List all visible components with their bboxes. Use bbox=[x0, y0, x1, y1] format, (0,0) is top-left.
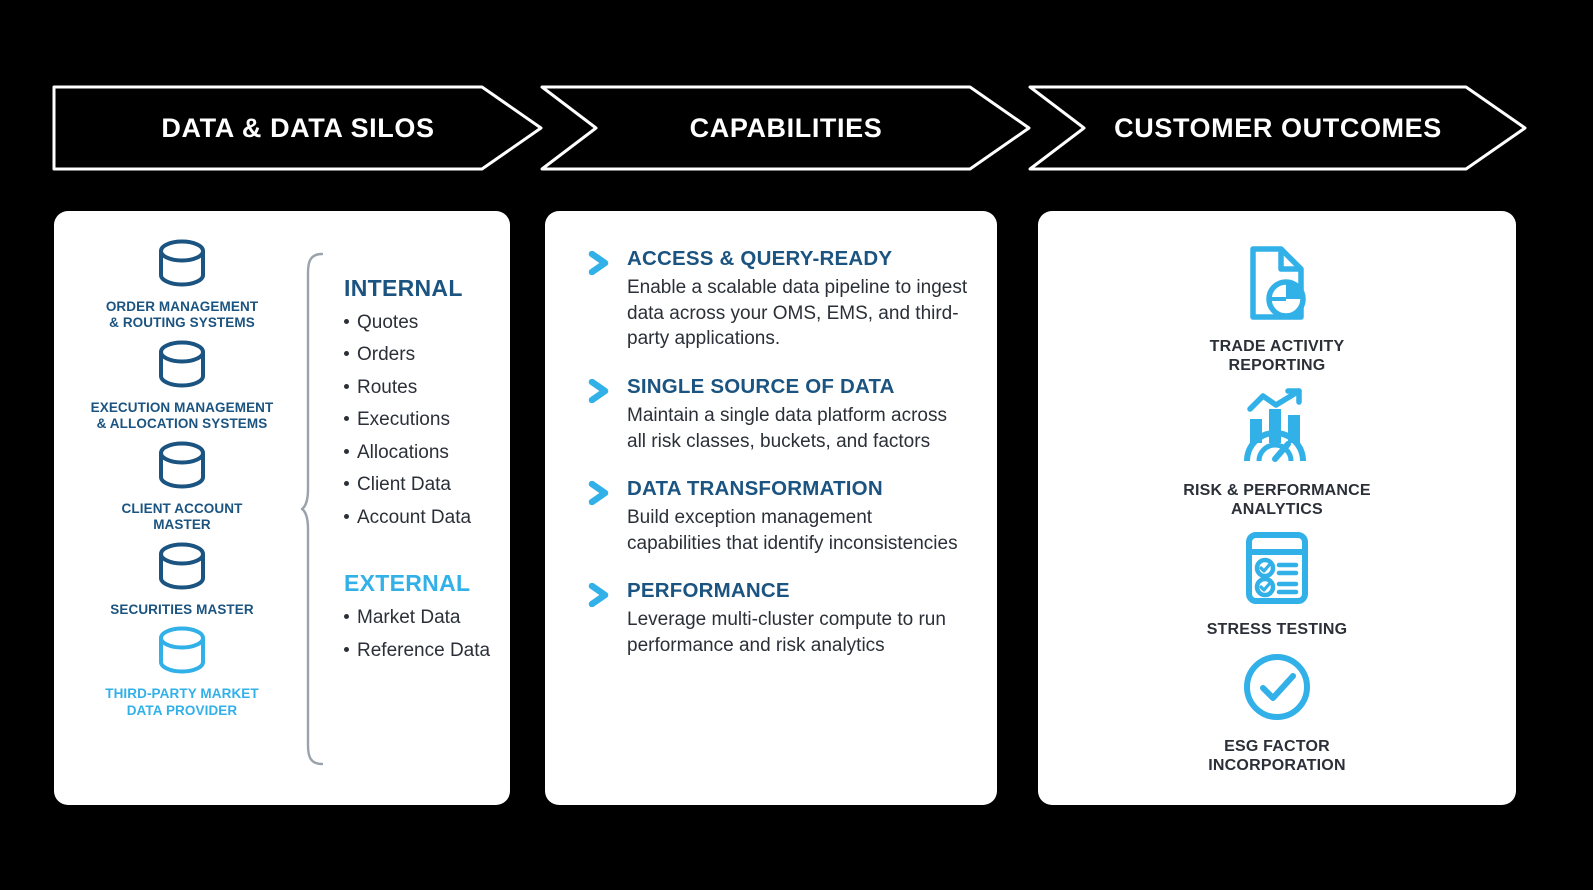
curly-brace-icon bbox=[300, 251, 326, 772]
banner-label: DATA & DATA SILOS bbox=[161, 112, 435, 143]
capability-item[interactable]: SINGLE SOURCE OF DATA Maintain a single … bbox=[587, 375, 971, 454]
external-list: Market Data Reference Data bbox=[344, 602, 492, 667]
capability-body: PERFORMANCE Leverage multi-cluster compu… bbox=[627, 579, 971, 658]
list-item: Allocations bbox=[344, 437, 492, 469]
banner-chevron-shape bbox=[52, 85, 543, 171]
bullet-icon bbox=[344, 614, 349, 620]
outcomes-list: TRADE ACTIVITY REPORTING RISK & P bbox=[1038, 211, 1516, 805]
capability-description: Leverage multi-cluster compute to run pe… bbox=[627, 609, 946, 657]
list-item: Reference Data bbox=[344, 635, 492, 667]
bullet-icon bbox=[344, 646, 349, 652]
list-item-label: Allocations bbox=[357, 441, 449, 463]
list-item-label: Orders bbox=[357, 344, 416, 366]
list-item: Routes bbox=[344, 372, 492, 404]
capability-item[interactable]: PERFORMANCE Leverage multi-cluster compu… bbox=[587, 579, 971, 658]
silo-item[interactable]: THIRD-PARTY MARKET DATA PROVIDER bbox=[68, 624, 296, 719]
chevron-right-icon bbox=[587, 250, 613, 280]
capability-description: Build exception management capabilities … bbox=[627, 507, 958, 554]
chevron-right-icon bbox=[587, 583, 613, 612]
silo-item[interactable]: SECURITIES MASTER bbox=[68, 540, 296, 618]
chevron-right-icon bbox=[587, 378, 613, 408]
database-cylinder-icon bbox=[155, 624, 209, 681]
list-item: Quotes bbox=[344, 307, 492, 339]
bullet-icon bbox=[344, 481, 349, 487]
bullet-icon bbox=[344, 513, 349, 519]
list-item: Account Data bbox=[344, 502, 492, 534]
list-item-label: Client Data bbox=[357, 474, 451, 496]
card-capabilities: ACCESS & QUERY-READY Enable a scalable d… bbox=[545, 211, 997, 805]
list-item: Executions bbox=[344, 404, 492, 436]
silo-label: ORDER MANAGEMENT & ROUTING SYSTEMS bbox=[105, 299, 259, 331]
card-customer-outcomes: TRADE ACTIVITY REPORTING RISK & P bbox=[1038, 211, 1516, 805]
banner-label: CAPABILITIES bbox=[689, 112, 883, 143]
banner-chevron-shape bbox=[1028, 85, 1527, 171]
banner-label: CUSTOMER OUTCOMES bbox=[1114, 112, 1442, 143]
bullet-icon bbox=[344, 383, 349, 389]
external-heading: EXTERNAL bbox=[344, 570, 471, 597]
database-cylinder-icon bbox=[155, 439, 209, 496]
silo-item[interactable]: EXECUTION MANAGEMENT & ALLOCATION SYSTEM… bbox=[68, 338, 296, 433]
list-item-label: Executions bbox=[357, 409, 450, 431]
capability-item[interactable]: DATA TRANSFORMATION Build exception mana… bbox=[587, 477, 971, 556]
capability-title: ACCESS & QUERY-READY bbox=[627, 247, 893, 270]
outcome-item[interactable]: RISK & PERFORMANCE ANALYTICS bbox=[1183, 387, 1371, 519]
capability-title: SINGLE SOURCE OF DATA bbox=[627, 374, 895, 398]
list-item: Orders bbox=[344, 339, 492, 371]
outcome-label: RISK & PERFORMANCE ANALYTICS bbox=[1183, 481, 1371, 518]
list-item-label: Quotes bbox=[357, 312, 419, 333]
checklist-clipboard-icon bbox=[1244, 530, 1310, 611]
list-item-label: Reference Data bbox=[357, 639, 491, 661]
document-pie-chart-icon bbox=[1240, 243, 1314, 328]
capability-body: ACCESS & QUERY-READY Enable a scalable d… bbox=[627, 247, 971, 352]
list-item: Client Data bbox=[344, 469, 492, 501]
bullet-icon bbox=[344, 351, 349, 357]
banner-capabilities: CAPABILITIES bbox=[540, 85, 1032, 171]
database-cylinder-icon bbox=[155, 237, 209, 294]
silo-item[interactable]: CLIENT ACCOUNT MASTER bbox=[68, 439, 296, 534]
data-type-lists: INTERNAL Quotes Orders Routes Executions… bbox=[330, 237, 492, 785]
internal-heading: INTERNAL bbox=[344, 275, 463, 301]
bullet-icon bbox=[344, 319, 349, 324]
capability-body: SINGLE SOURCE OF DATA Maintain a single … bbox=[627, 375, 971, 454]
banner-data-and-data-silos: DATA & DATA SILOS bbox=[52, 85, 544, 171]
capability-item[interactable]: ACCESS & QUERY-READY Enable a scalable d… bbox=[587, 247, 971, 352]
outcome-label: ESG FACTOR INCORPORATION bbox=[1208, 737, 1346, 775]
brace-column bbox=[296, 237, 330, 785]
silo-label: SECURITIES MASTER bbox=[110, 601, 254, 617]
capability-body: DATA TRANSFORMATION Build exception mana… bbox=[627, 477, 971, 556]
outcome-item[interactable]: TRADE ACTIVITY REPORTING bbox=[1210, 243, 1345, 375]
silos-layout: ORDER MANAGEMENT & ROUTING SYSTEMS EXECU… bbox=[54, 211, 510, 805]
silo-label: CLIENT ACCOUNT MASTER bbox=[121, 500, 243, 533]
capability-title: DATA TRANSFORMATION bbox=[627, 477, 883, 501]
card-data-silos: ORDER MANAGEMENT & ROUTING SYSTEMS EXECU… bbox=[54, 211, 510, 805]
banner-customer-outcomes: CUSTOMER OUTCOMES bbox=[1028, 85, 1528, 171]
list-item-label: Market Data bbox=[357, 607, 461, 629]
database-cylinder-icon bbox=[155, 338, 209, 395]
bullet-icon bbox=[344, 416, 349, 422]
outcome-item[interactable]: ESG FACTOR INCORPORATION bbox=[1208, 651, 1346, 775]
capabilities-list: ACCESS & QUERY-READY Enable a scalable d… bbox=[545, 211, 997, 679]
bar-chart-gauge-icon bbox=[1233, 387, 1321, 472]
outcome-label: TRADE ACTIVITY REPORTING bbox=[1209, 337, 1345, 374]
capability-description: Enable a scalable data pipeline to inges… bbox=[627, 277, 968, 350]
capability-description: Maintain a single data platform across a… bbox=[627, 404, 947, 452]
silo-item[interactable]: ORDER MANAGEMENT & ROUTING SYSTEMS bbox=[68, 237, 296, 332]
silo-label: THIRD-PARTY MARKET DATA PROVIDER bbox=[105, 686, 259, 718]
chevron-right-icon bbox=[587, 480, 613, 510]
list-item-label: Account Data bbox=[357, 506, 472, 528]
bullet-icon bbox=[344, 448, 349, 454]
capability-title: PERFORMANCE bbox=[627, 579, 790, 603]
silo-label: EXECUTION MANAGEMENT & ALLOCATION SYSTEM… bbox=[90, 399, 274, 432]
internal-list: Quotes Orders Routes Executions Allocati… bbox=[344, 307, 492, 534]
list-item-label: Routes bbox=[357, 376, 418, 398]
list-item: Market Data bbox=[344, 602, 492, 634]
banner-chevron-shape bbox=[540, 85, 1031, 171]
outcome-item[interactable]: STRESS TESTING bbox=[1207, 530, 1348, 639]
check-circle-icon bbox=[1241, 651, 1313, 728]
database-cylinder-icon bbox=[155, 540, 209, 597]
outcome-label: STRESS TESTING bbox=[1206, 621, 1348, 639]
silo-icon-column: ORDER MANAGEMENT & ROUTING SYSTEMS EXECU… bbox=[68, 237, 296, 785]
